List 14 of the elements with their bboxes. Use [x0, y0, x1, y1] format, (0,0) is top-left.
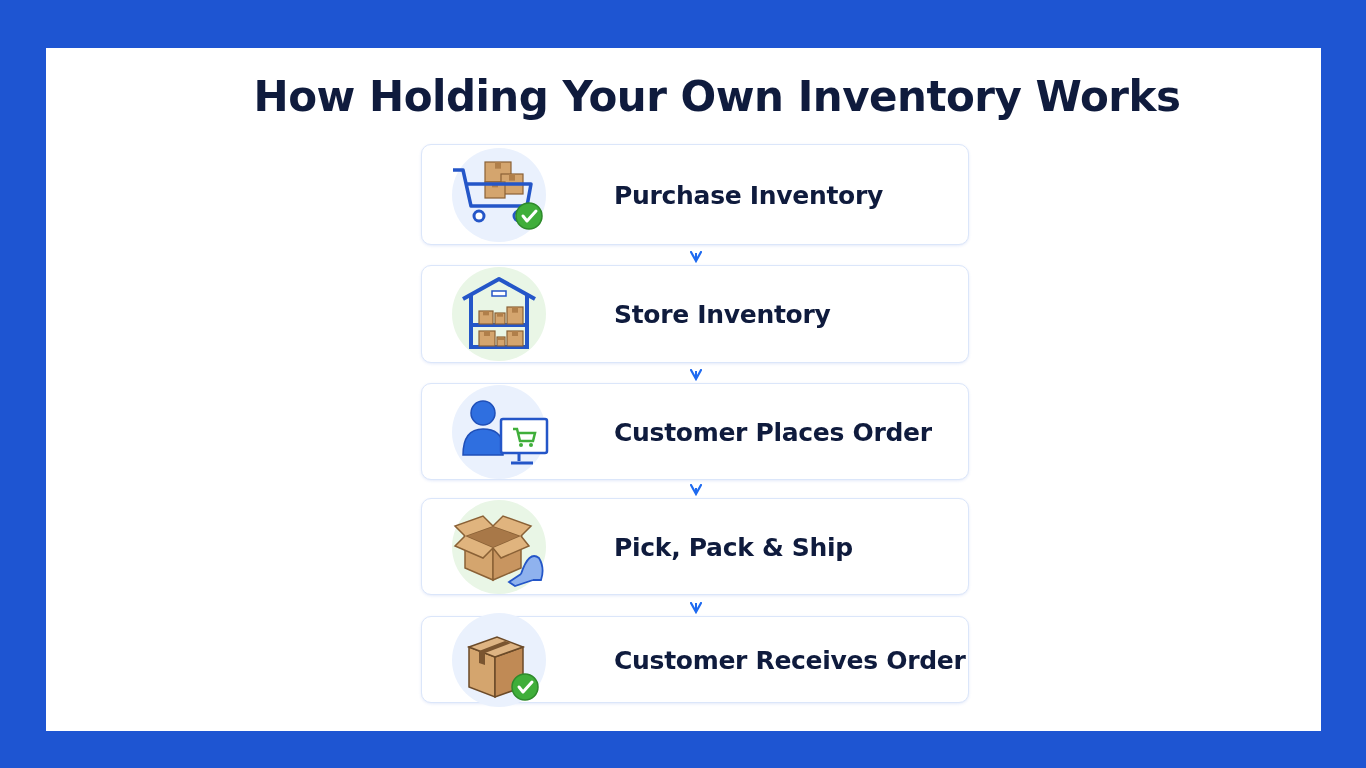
step-card [421, 144, 969, 245]
step-label: Customer Places Order [614, 417, 932, 446]
step-label: Customer Receives Order [614, 645, 966, 674]
arrow [689, 250, 703, 263]
step-label: Purchase Inventory [614, 180, 883, 209]
title: How Holding Your Own Inventory Works [252, 72, 1182, 121]
arrow [689, 601, 703, 614]
arrow [689, 368, 703, 381]
step-card [421, 265, 969, 363]
arrow [689, 483, 703, 496]
step-label: Store Inventory [614, 299, 831, 329]
step-card [421, 383, 969, 480]
step-label: Pick, Pack & Ship [614, 532, 853, 561]
step-card [421, 498, 969, 595]
